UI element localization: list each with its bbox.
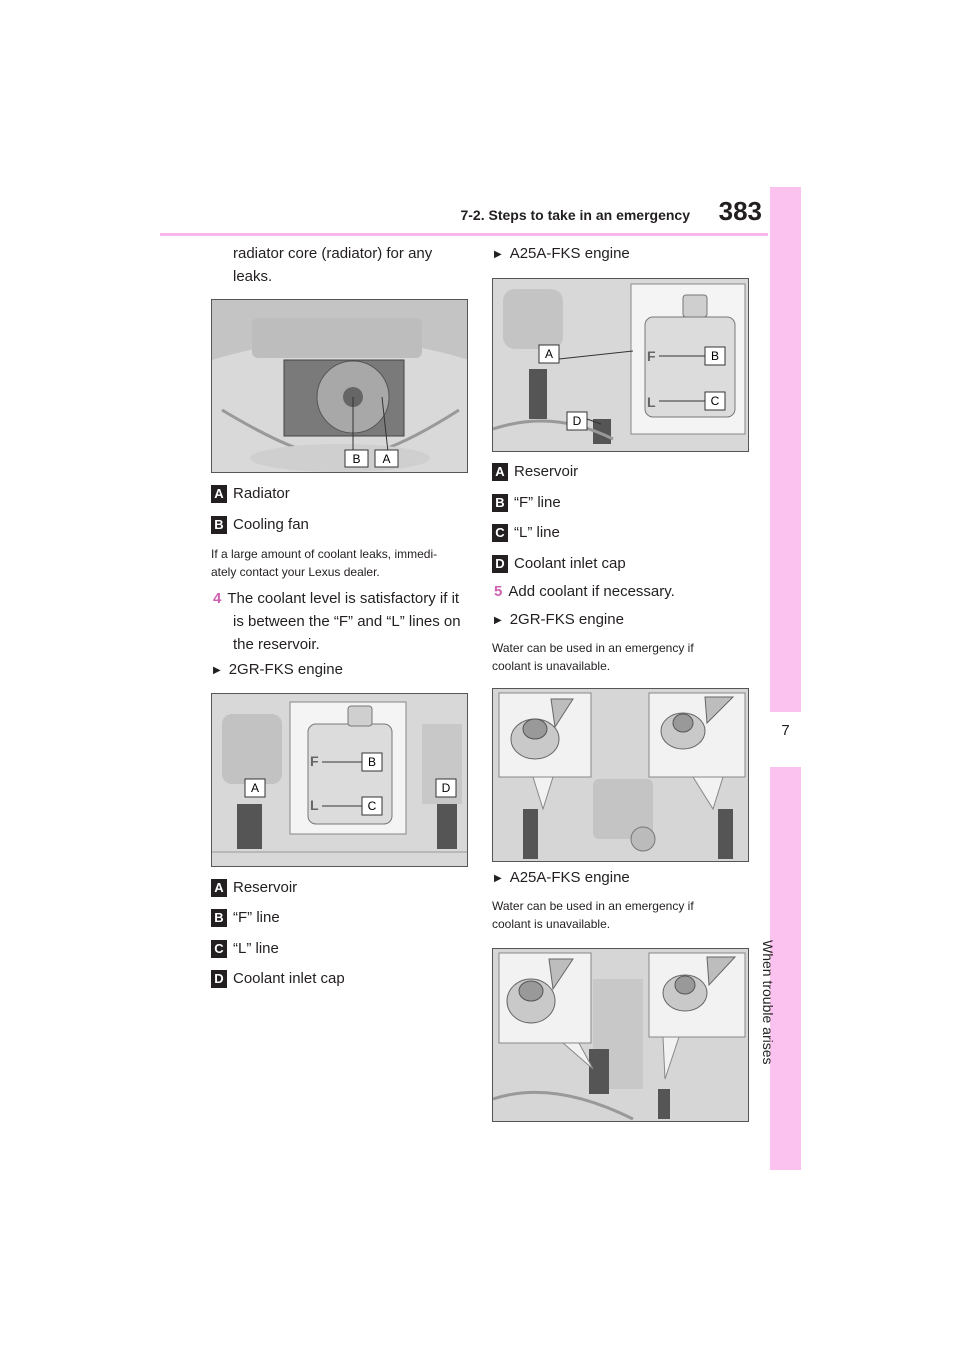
chapter-number-box [770,712,801,767]
legend-text: Cooling fan [233,516,309,533]
triangle-bullet-icon: ▶ [213,665,221,676]
callout-b: B [711,349,719,363]
legend-text: Coolant inlet cap [514,555,626,572]
engine-heading: ▶A25A-FKS engine [494,869,630,886]
legend-badge: D [492,555,508,573]
triangle-bullet-icon: ▶ [494,873,502,884]
engine-heading: ▶2GR-FKS engine [494,611,624,628]
legend-badge: A [211,879,227,897]
l-mark: L [647,394,656,410]
callout-b: B [352,452,360,466]
add-coolant-figure-2gr [492,688,749,862]
callout-c: C [711,394,720,408]
note-line-1: Water can be used in an emergency if [492,641,694,655]
legend-text: Coolant inlet cap [233,970,345,987]
step-4-line-3: the reservoir. [233,636,320,653]
add-coolant-figure-a25a [492,948,749,1122]
triangle-bullet-icon: ▶ [494,249,502,260]
legend-badge: B [211,909,227,927]
chapter-number: 7 [781,722,790,739]
header-rule [160,233,768,236]
legend-badge: B [492,494,508,512]
chapter-side-tab [770,187,801,1170]
note-line-1: If a large amount of coolant leaks, imme… [211,547,438,561]
page-number: 383 [718,196,762,226]
intro-line-1: radiator core (radiator) for any [233,245,433,262]
note-line-2: coolant is unavailable. [492,917,611,931]
callout-b: B [368,755,376,769]
note-line-2: coolant is unavailable. [492,659,611,673]
chapter-title: When trouble arises [760,940,776,1065]
callout-a: A [251,781,259,795]
callout-d: D [573,414,582,428]
legend-badge: C [492,524,508,542]
legend-text: “L” line [514,524,560,541]
f-mark: F [310,753,319,769]
callout-a: A [382,452,390,466]
legend-badge: A [211,485,227,503]
callout-d: D [442,781,451,795]
reservoir-figure-2gr: F L B C A D [211,693,468,867]
engine-heading: ▶A25A-FKS engine [494,245,630,262]
f-mark: F [647,348,656,364]
legend-text: “L” line [233,940,279,957]
step-number: 5 [494,583,503,600]
legend-badge: D [211,970,227,988]
triangle-bullet-icon: ▶ [494,615,502,626]
section-title: 7-2. Steps to take in an emergency [460,207,690,223]
legend-text: “F” line [233,909,280,926]
legend-text: Radiator [233,485,290,502]
callout-c: C [368,799,377,813]
legend-badge: C [211,940,227,958]
note-line-1: Water can be used in an emergency if [492,899,694,913]
intro-line-2: leaks. [233,268,273,285]
callout-a: A [545,347,553,361]
note-line-2: ately contact your Lexus dealer. [211,565,380,579]
l-mark: L [310,797,319,813]
step-number: 4 [213,590,222,607]
step-4-line-2: is between the “F” and “L” lines on [233,613,461,630]
legend-text: Reservoir [233,879,298,896]
legend-text: “F” line [514,494,561,511]
legend-text: Reservoir [514,463,579,480]
radiator-figure: B A [211,299,468,473]
legend-badge: A [492,463,508,481]
reservoir-figure-a25a: F L B C A D [492,278,749,452]
legend-badge: B [211,516,227,534]
engine-heading: ▶2GR-FKS engine [213,661,343,678]
